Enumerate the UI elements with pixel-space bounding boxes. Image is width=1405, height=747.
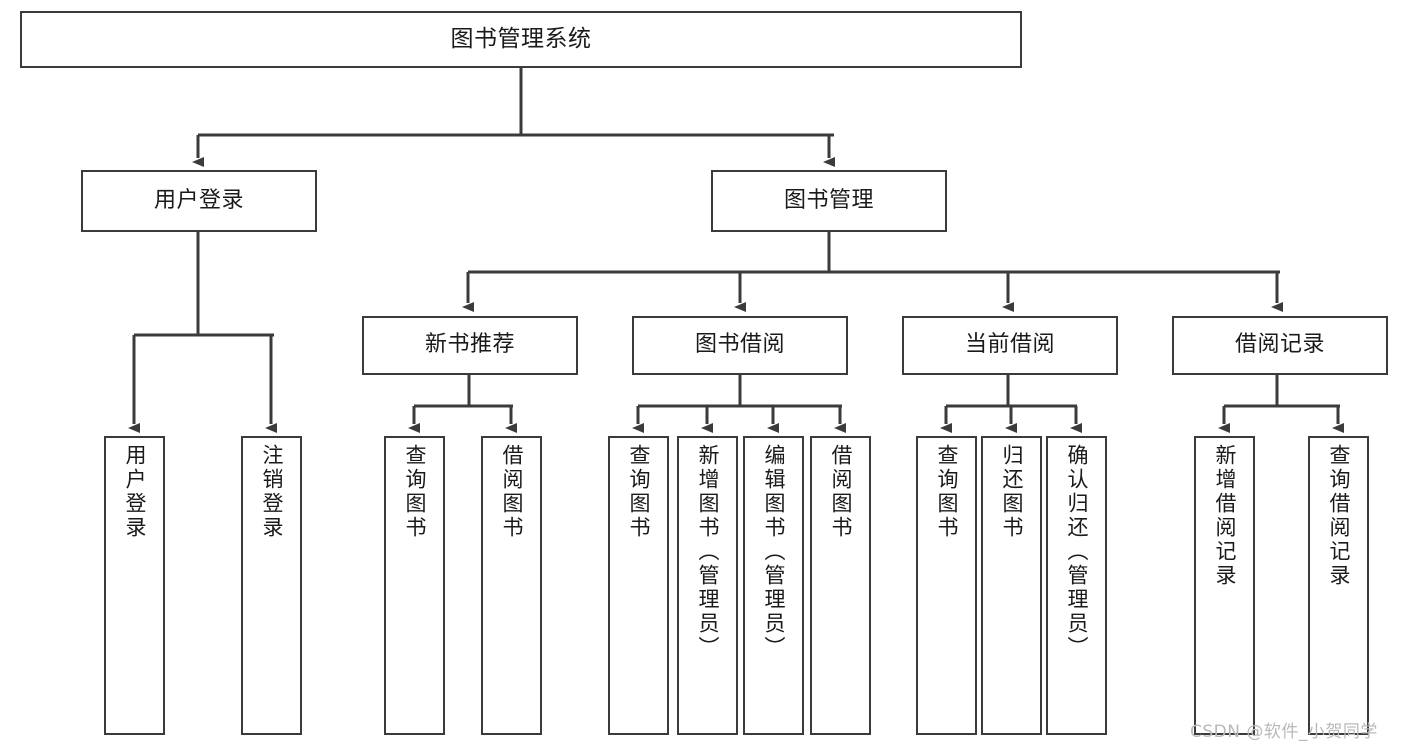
leaf-query-book-2-label: 查询图书 <box>627 444 651 540</box>
node-current-borrow-label: 当前借阅 <box>964 332 1055 358</box>
node-current-borrow[interactable]: 当前借阅 <box>902 316 1118 375</box>
leaf-query-record[interactable]: 查询借阅记录 <box>1308 436 1369 735</box>
leaf-query-book-3-label: 查询图书 <box>935 444 959 540</box>
node-user-login[interactable]: 用户登录 <box>81 170 317 232</box>
leaf-query-record-label: 查询借阅记录 <box>1327 444 1351 588</box>
leaf-user-login[interactable]: 用户登录 <box>104 436 165 735</box>
leaf-borrow-book-2[interactable]: 借阅图书 <box>810 436 871 735</box>
node-new-book-recommend-label: 新书推荐 <box>424 332 515 358</box>
node-borrow-record[interactable]: 借阅记录 <box>1172 316 1388 375</box>
leaf-edit-book[interactable]: 编辑图书（管理员） <box>743 436 804 735</box>
leaf-edit-book-label: 编辑图书（管理员） <box>762 444 786 660</box>
leaf-add-book-label: 新增图书（管理员） <box>696 444 720 660</box>
leaf-logout-login-label: 注销登录 <box>260 444 284 540</box>
leaf-return-book[interactable]: 归还图书 <box>981 436 1042 735</box>
node-new-book-recommend[interactable]: 新书推荐 <box>362 316 578 375</box>
leaf-confirm-return-label: 确认归还（管理员） <box>1065 444 1089 660</box>
node-book-manage-label: 图书管理 <box>783 187 874 213</box>
leaf-borrow-book-2-label: 借阅图书 <box>829 444 853 540</box>
leaf-query-book-1[interactable]: 查询图书 <box>384 436 445 735</box>
leaf-add-record[interactable]: 新增借阅记录 <box>1194 436 1255 735</box>
leaf-add-book[interactable]: 新增图书（管理员） <box>677 436 738 735</box>
node-book-borrow[interactable]: 图书借阅 <box>632 316 848 375</box>
leaf-user-login-label: 用户登录 <box>123 444 147 540</box>
node-root-label: 图书管理系统 <box>450 25 592 52</box>
node-borrow-record-label: 借阅记录 <box>1234 332 1325 358</box>
leaf-query-book-3[interactable]: 查询图书 <box>916 436 977 735</box>
node-user-login-label: 用户登录 <box>153 187 244 213</box>
node-root[interactable]: 图书管理系统 <box>20 11 1022 68</box>
leaf-borrow-book-1[interactable]: 借阅图书 <box>481 436 542 735</box>
leaf-confirm-return[interactable]: 确认归还（管理员） <box>1046 436 1107 735</box>
leaf-borrow-book-1-label: 借阅图书 <box>500 444 524 540</box>
node-book-borrow-label: 图书借阅 <box>694 332 785 358</box>
leaf-logout-login[interactable]: 注销登录 <box>241 436 302 735</box>
leaf-query-book-1-label: 查询图书 <box>403 444 427 540</box>
leaf-add-record-label: 新增借阅记录 <box>1213 444 1237 588</box>
leaf-query-book-2[interactable]: 查询图书 <box>608 436 669 735</box>
leaf-return-book-label: 归还图书 <box>1000 444 1024 540</box>
node-book-manage[interactable]: 图书管理 <box>711 170 947 232</box>
